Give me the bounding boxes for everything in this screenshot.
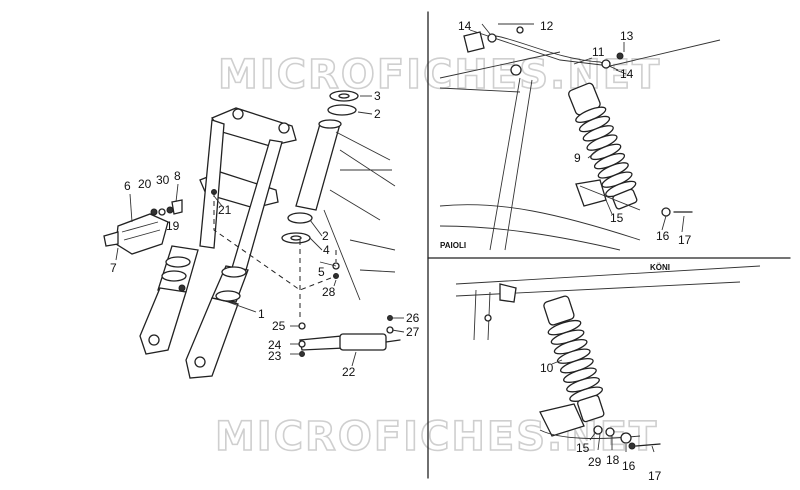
- callout-29: 29: [588, 455, 602, 469]
- part-8: [171, 199, 183, 215]
- part-18: [605, 427, 615, 437]
- callout-28: 28: [322, 285, 336, 299]
- callout-17-top: 17: [678, 233, 692, 247]
- callout-26: 26: [406, 311, 420, 325]
- callout-17-bottom: 17: [648, 469, 662, 483]
- callout-10: 10: [540, 361, 554, 375]
- callout-22: 22: [342, 365, 356, 379]
- callout-27: 27: [406, 325, 420, 339]
- steering-damper: [339, 333, 387, 351]
- callout-12: 12: [540, 19, 554, 33]
- callout-14-top: 14: [458, 19, 472, 33]
- callout-18: 18: [606, 453, 620, 467]
- panel-label-koni: KÖNI: [650, 263, 670, 272]
- callout-16-top: 16: [656, 229, 670, 243]
- callout-2-top: 2: [374, 107, 381, 121]
- callout-19: 19: [166, 219, 180, 233]
- callout-24: 24: [268, 338, 282, 352]
- fork-slider-left: [139, 287, 187, 355]
- bracket-6: [115, 213, 169, 255]
- fork-tube-left: [199, 119, 225, 249]
- callout-30: 30: [156, 173, 170, 187]
- callout-7: 7: [110, 261, 117, 275]
- part-23: [299, 351, 305, 357]
- callout-23: 23: [268, 349, 282, 363]
- coil-spring-paioli: [575, 106, 637, 198]
- washer-16-paioli: [661, 207, 671, 217]
- bolt-17-koni: [635, 443, 661, 447]
- callout-11: 11: [592, 45, 605, 59]
- callout-9: 9: [574, 151, 581, 165]
- coil-spring-koni: [547, 319, 604, 402]
- front-fork-assembly: [103, 90, 401, 379]
- callout-14-right: 14: [620, 67, 634, 81]
- fork-tube-right: [231, 139, 283, 271]
- race-2-lower: [287, 212, 313, 224]
- callout-8: 8: [174, 169, 181, 183]
- callouts-bottom-right: 10 15 29 18 16 17 KÖNI: [540, 263, 670, 483]
- leader-lines-bottom-right: [551, 359, 655, 453]
- callout-20: 20: [138, 177, 152, 191]
- callout-13: 13: [620, 29, 634, 43]
- callout-4: 4: [323, 243, 330, 257]
- steering-head: [295, 123, 341, 211]
- callouts-top-right: 14 12 11 13 14 9 15 16 17 PAIOLI: [440, 19, 692, 250]
- callout-25: 25: [272, 319, 286, 333]
- frame-rails-top: [439, 29, 721, 93]
- part-7: [103, 231, 119, 247]
- callout-16-bottom: 16: [622, 459, 636, 473]
- callout-6: 6: [124, 179, 131, 193]
- callout-21: 21: [218, 203, 232, 217]
- callouts-left: 3 2 2 4 5 28 1 25 24 23 22 26 27 6 20 30…: [110, 89, 420, 379]
- washer-16-koni: [620, 432, 632, 444]
- part-13: [616, 52, 624, 60]
- part-26: [387, 315, 393, 321]
- callout-15-top: 15: [610, 211, 624, 225]
- fork-slider-right: [185, 297, 239, 379]
- callout-1: 1: [258, 307, 265, 321]
- koni-shock-assembly: [455, 265, 761, 450]
- frame-tubes: [323, 131, 396, 301]
- callout-3: 3: [374, 89, 381, 103]
- callout-2-lower: 2: [322, 229, 329, 243]
- panel-label-paioli: PAIOLI: [440, 241, 466, 250]
- callout-15-bottom: 15: [576, 441, 590, 455]
- race-2-top: [327, 104, 357, 116]
- callout-5: 5: [318, 265, 325, 279]
- paioli-shock-assembly: [439, 26, 721, 251]
- leader-lines-left: [115, 95, 405, 367]
- leader-lines-top-right: [481, 23, 685, 233]
